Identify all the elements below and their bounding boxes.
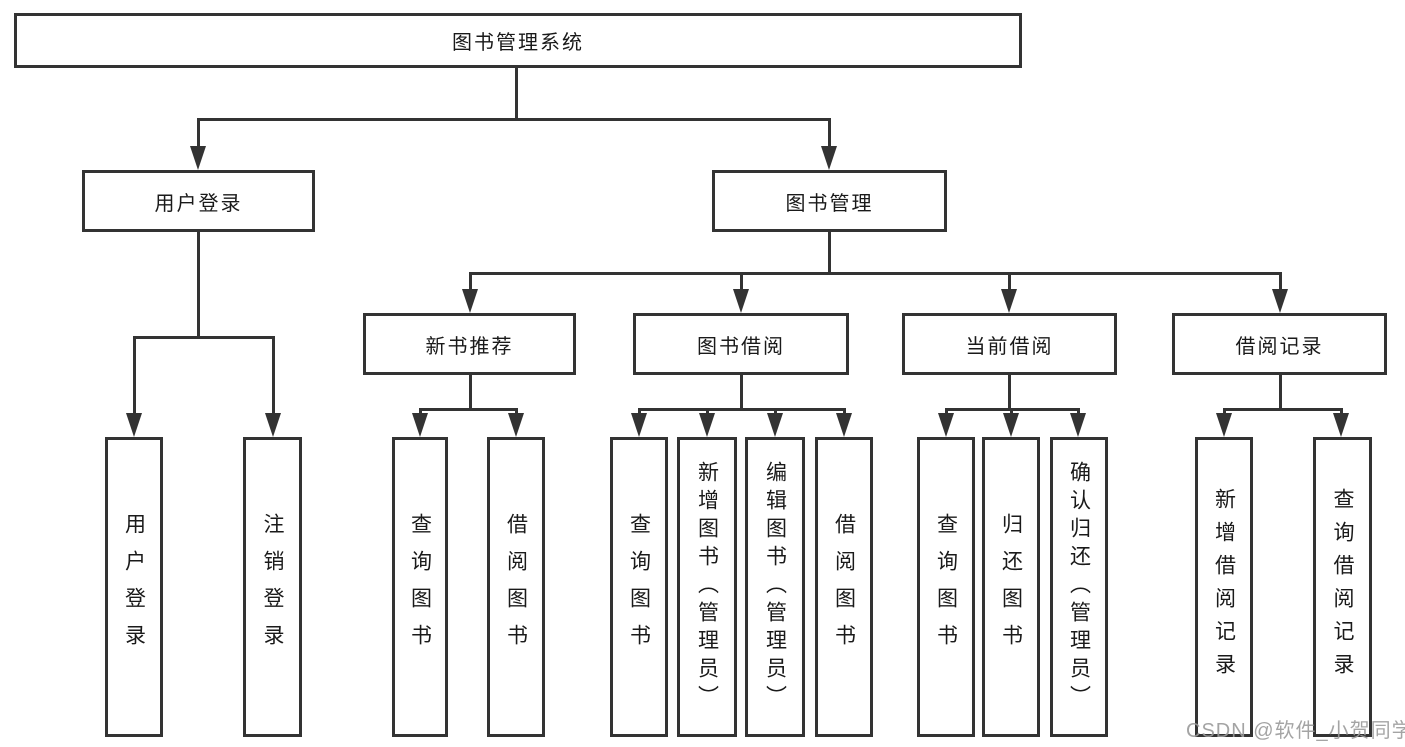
connector-drop-leaf <box>843 408 846 416</box>
node-user-login-label: 用户登录 <box>154 192 243 215</box>
connector-root-stem <box>515 68 518 118</box>
leaf-borrow-book-2: 借阅图书 <box>815 437 873 737</box>
arrow-down-icon <box>412 413 428 437</box>
leaf-borrow-book-1-label: 借阅图书 <box>504 513 528 661</box>
connector-groupB-stem <box>740 375 743 408</box>
node-book-management: 图书管理 <box>712 170 947 232</box>
connector-groupC-stem <box>1008 375 1011 408</box>
connector-drop-leaf <box>1010 408 1013 416</box>
connector-groupA-stem <box>469 375 472 408</box>
leaf-add-borrow-record-label: 新增借阅记录 <box>1212 488 1236 686</box>
leaf-edit-book-admin: 编辑图书（管理员） <box>745 437 805 737</box>
leaf-borrow-book-1: 借阅图书 <box>487 437 545 737</box>
connector-drop-module <box>740 272 743 292</box>
arrow-down-icon <box>190 146 206 170</box>
connector-groupA-bar <box>419 408 518 411</box>
connector-groupD-stem <box>1279 375 1282 408</box>
watermark: CSDN @软件_小贺同学 <box>1186 720 1405 742</box>
node-user-login: 用户登录 <box>82 170 315 232</box>
arrow-down-icon <box>126 413 142 437</box>
arrow-down-icon <box>1070 413 1086 437</box>
arrow-down-icon <box>631 413 647 437</box>
connector-drop-leaf <box>1223 408 1226 416</box>
connector-drop-leaf <box>638 408 641 416</box>
arrow-down-icon <box>508 413 524 437</box>
leaf-edit-book-admin-label: 编辑图书（管理员） <box>763 461 787 713</box>
arrow-down-icon <box>938 413 954 437</box>
leaf-query-book-3: 查询图书 <box>917 437 975 737</box>
connector-root-bar <box>197 118 831 121</box>
leaf-logout: 注销登录 <box>243 437 302 737</box>
connector-drop-leaf <box>133 336 136 414</box>
arrow-down-icon <box>1272 289 1288 313</box>
arrow-down-icon <box>265 413 281 437</box>
arrow-down-icon <box>1003 413 1019 437</box>
connector-drop-module <box>469 272 472 292</box>
node-root-label: 图书管理系统 <box>452 32 584 54</box>
node-current-borrow: 当前借阅 <box>902 313 1117 375</box>
node-borrow-record: 借阅记录 <box>1172 313 1387 375</box>
arrow-down-icon <box>1001 289 1017 313</box>
connector-drop-module <box>1279 272 1282 292</box>
node-root: 图书管理系统 <box>14 13 1022 68</box>
connector-groupD-bar <box>1223 408 1343 411</box>
connector-drop-leaf <box>774 408 777 416</box>
connector-book-mgmt-bar <box>469 272 1282 275</box>
arrow-down-icon <box>699 413 715 437</box>
connector-drop-leaf <box>706 408 709 416</box>
connector-drop-book-mgmt <box>828 118 831 148</box>
node-borrow-record-label: 借阅记录 <box>1235 335 1324 358</box>
leaf-query-book-1-label: 查询图书 <box>408 513 432 661</box>
leaf-query-borrow-record: 查询借阅记录 <box>1313 437 1372 737</box>
leaf-add-book-admin-label: 新增图书（管理员） <box>695 461 719 713</box>
leaf-query-book-2: 查询图书 <box>610 437 668 737</box>
arrow-down-icon <box>836 413 852 437</box>
node-new-book-recommend: 新书推荐 <box>363 313 576 375</box>
leaf-logout-label: 注销登录 <box>261 513 284 661</box>
connector-drop-leaf <box>272 336 275 414</box>
connector-groupB-bar <box>638 408 846 411</box>
leaf-confirm-return-admin: 确认归还（管理员） <box>1050 437 1108 737</box>
arrow-down-icon <box>462 289 478 313</box>
connector-drop-user-login <box>197 118 200 148</box>
leaf-user-login-label: 用户登录 <box>122 513 146 661</box>
arrow-down-icon <box>821 146 837 170</box>
leaf-add-book-admin: 新增图书（管理员） <box>677 437 737 737</box>
connector-drop-leaf <box>945 408 948 416</box>
arrow-down-icon <box>1333 413 1349 437</box>
node-book-borrow-label: 图书借阅 <box>697 335 785 358</box>
connector-drop-module <box>1008 272 1011 292</box>
leaf-confirm-return-admin-label: 确认归还（管理员） <box>1067 461 1091 713</box>
leaf-query-book-2-label: 查询图书 <box>627 513 651 661</box>
connector-drop-leaf <box>515 408 518 416</box>
leaf-return-book-label: 归还图书 <box>999 513 1023 661</box>
connector-book-mgmt-stem <box>828 232 831 272</box>
leaf-add-borrow-record: 新增借阅记录 <box>1195 437 1253 737</box>
arrow-down-icon <box>1216 413 1232 437</box>
leaf-user-login: 用户登录 <box>105 437 163 737</box>
leaf-query-book-1: 查询图书 <box>392 437 448 737</box>
leaf-query-borrow-record-label: 查询借阅记录 <box>1331 488 1354 686</box>
connector-drop-leaf <box>1077 408 1080 416</box>
connector-drop-leaf <box>419 408 422 416</box>
connector-drop-leaf <box>1340 408 1343 416</box>
connector-user-login-stem <box>197 232 200 336</box>
leaf-borrow-book-2-label: 借阅图书 <box>832 513 856 661</box>
node-current-borrow-label: 当前借阅 <box>965 335 1054 358</box>
connector-user-login-bar <box>133 336 275 339</box>
arrow-down-icon <box>733 289 749 313</box>
arrow-down-icon <box>767 413 783 437</box>
node-book-borrow: 图书借阅 <box>633 313 849 375</box>
node-book-management-label: 图书管理 <box>785 192 874 215</box>
leaf-return-book: 归还图书 <box>982 437 1040 737</box>
node-new-book-recommend-label: 新书推荐 <box>425 335 514 358</box>
leaf-query-book-3-label: 查询图书 <box>934 513 958 661</box>
